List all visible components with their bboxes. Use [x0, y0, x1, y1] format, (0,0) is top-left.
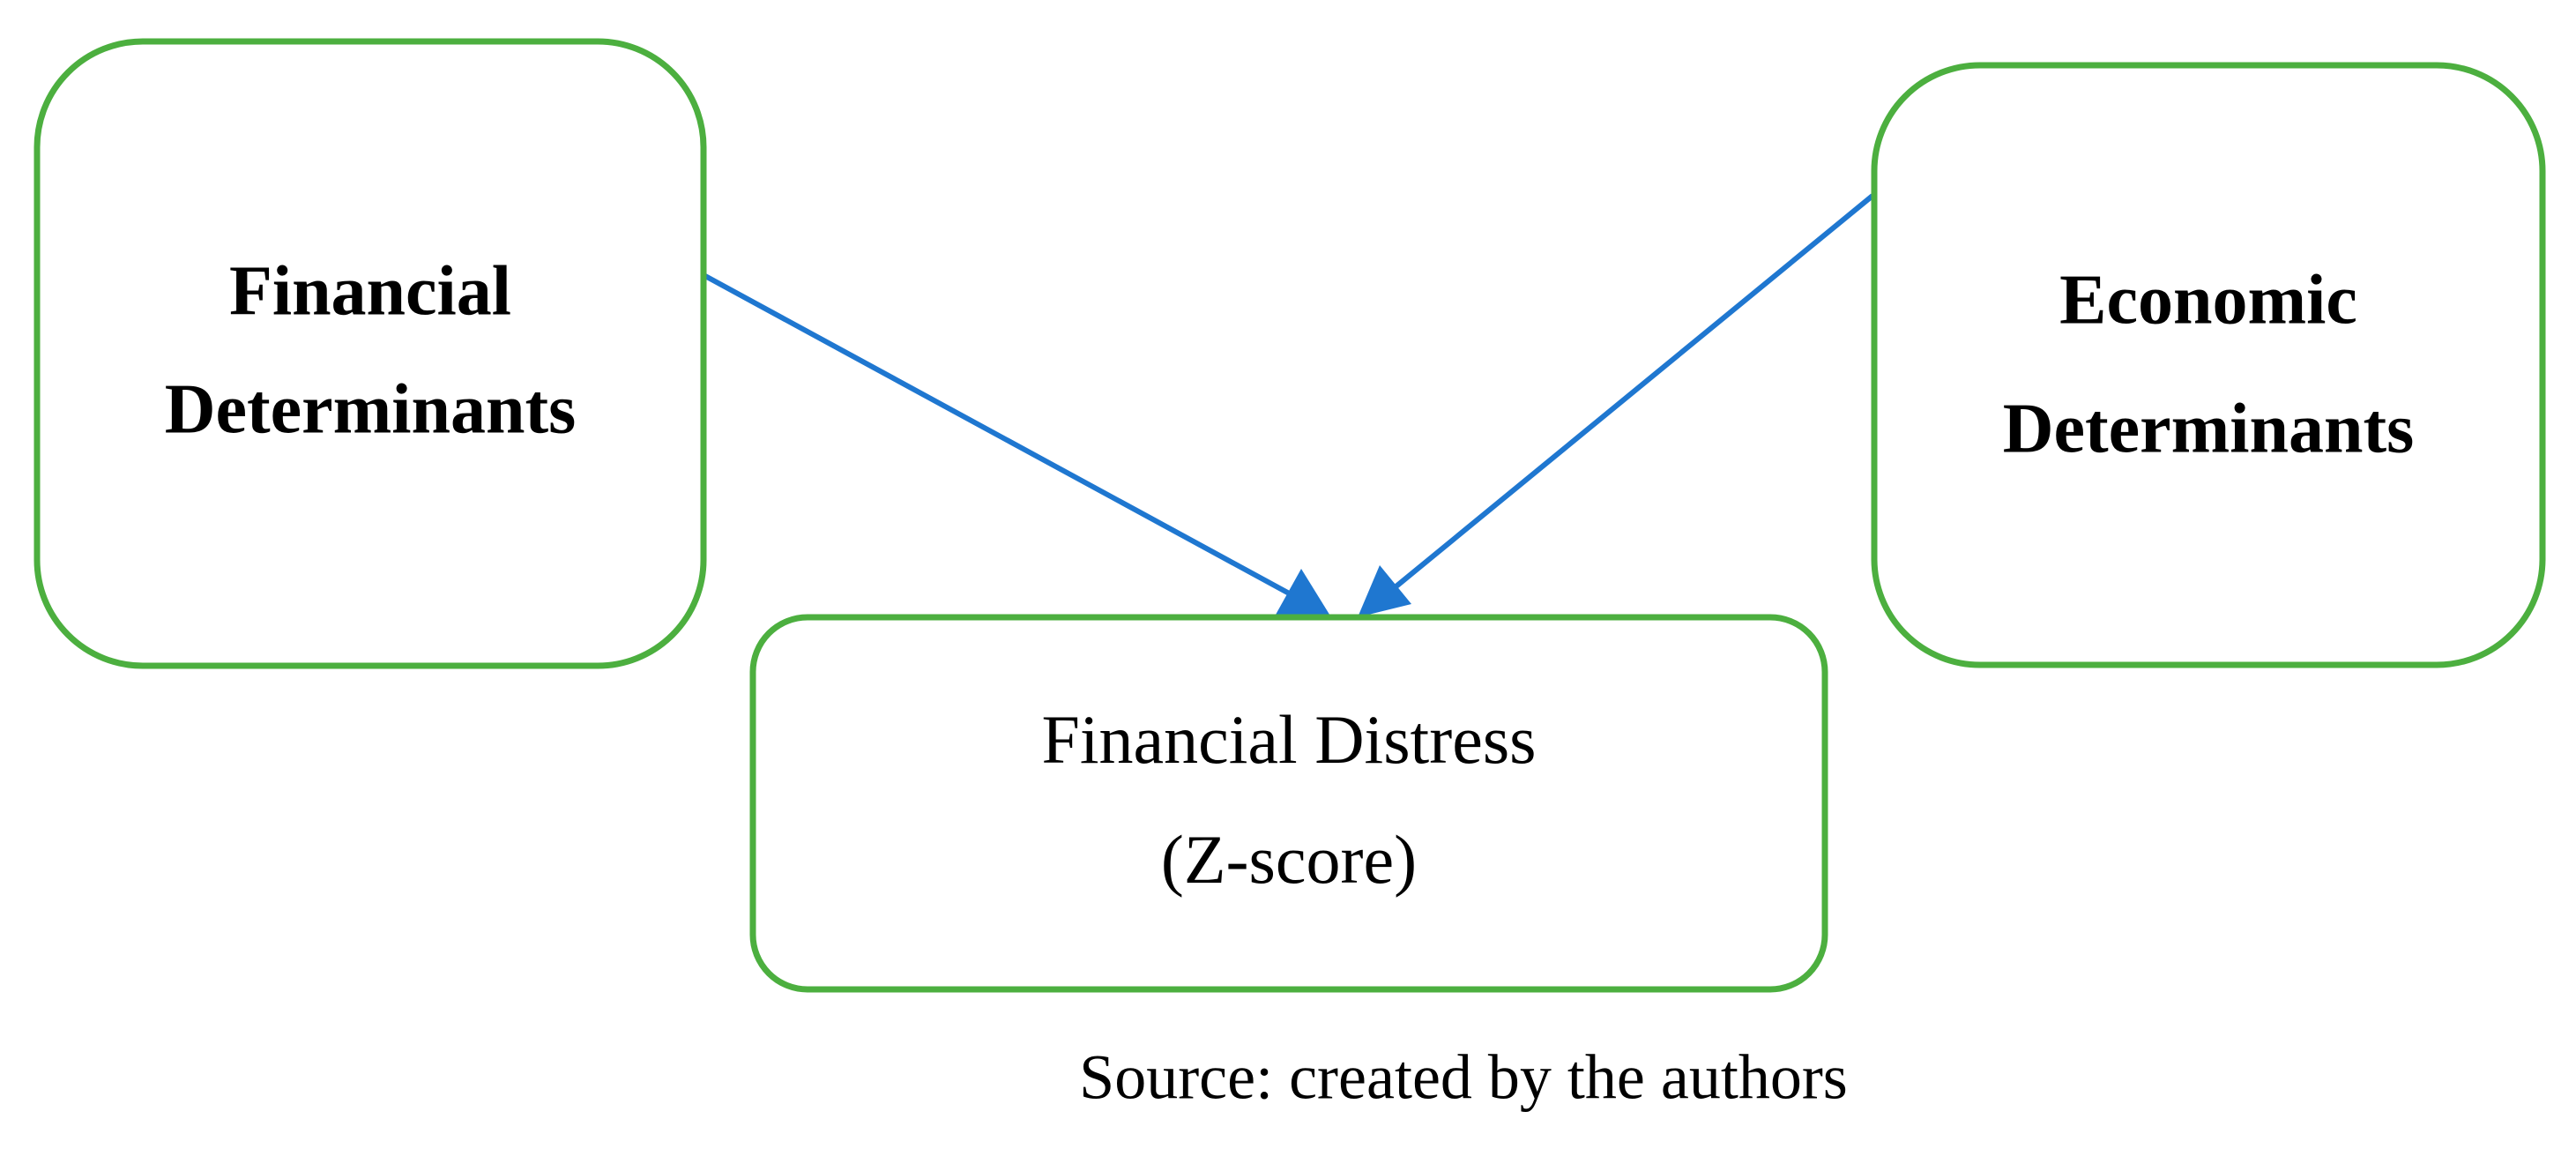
financial-determinants-line2: Determinants: [165, 370, 577, 448]
arrow-financial-head: [1276, 569, 1331, 617]
source-note: Source: created by the authors: [1079, 1042, 1848, 1113]
financial-determinants-line1: Financial: [229, 252, 511, 330]
financial-determinants-box: [34, 38, 707, 669]
arrow-economic-line: [1391, 193, 1874, 592]
arrow-financial-to-distress: [704, 273, 1331, 617]
economic-determinants-box: [1871, 62, 2546, 668]
arrow-economic-head: [1358, 565, 1411, 617]
economic-determinants-line2: Determinants: [2003, 390, 2415, 467]
arrow-economic-to-distress: [1358, 193, 1874, 617]
financial-distress-line1: Financial Distress: [1041, 701, 1536, 778]
node-financial-distress: Financial Distress (Z-score): [749, 614, 1828, 993]
financial-distress-line2: (Z-score): [1161, 821, 1417, 898]
node-economic-determinants: Economic Determinants: [1871, 62, 2546, 668]
node-financial-determinants: Financial Determinants: [34, 38, 707, 669]
economic-determinants-line1: Economic: [2059, 261, 2357, 339]
arrow-financial-line: [704, 273, 1294, 598]
financial-distress-box: [749, 614, 1828, 993]
